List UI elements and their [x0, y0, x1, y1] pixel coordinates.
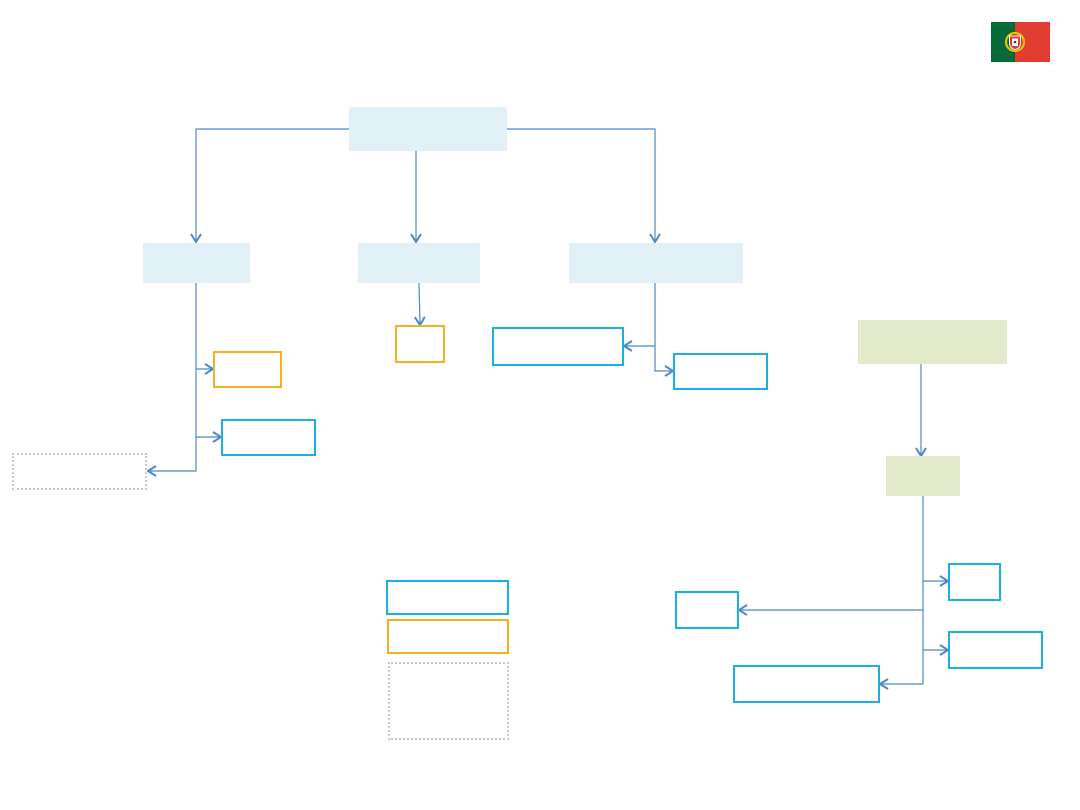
- left-yellow-box: [213, 351, 282, 388]
- green-child-node: [886, 456, 960, 496]
- right-small-box: [673, 353, 768, 390]
- green-bottom-right-box: [948, 631, 1043, 669]
- green-root-node: [858, 320, 1007, 364]
- branch-middle-node: [358, 243, 480, 283]
- connector-root-left: [190, 128, 349, 244]
- connector-green-trunk: [878, 496, 924, 690]
- legend-gray-dotted-box: [388, 662, 509, 740]
- connector-left-trunk: [146, 283, 197, 477]
- legend-yellow-box: [387, 619, 509, 654]
- legend-blue-box: [386, 580, 509, 615]
- connector-middle-yellow: [413, 282, 426, 327]
- root-node: [349, 107, 507, 151]
- connector-root-right: [507, 128, 661, 244]
- left-blue-box: [221, 419, 316, 456]
- portugal-flag-icon: [991, 22, 1050, 62]
- right-wide-box: [492, 327, 624, 366]
- branch-left-node: [143, 243, 250, 283]
- connector-right-trunk: [654, 283, 675, 377]
- branch-right-node: [569, 243, 743, 283]
- left-gray-dotted-box: [12, 453, 147, 490]
- green-top-right-box: [948, 563, 1001, 601]
- green-bottom-wide-box: [733, 665, 880, 703]
- green-left-box: [675, 591, 739, 629]
- middle-yellow-box: [395, 325, 445, 363]
